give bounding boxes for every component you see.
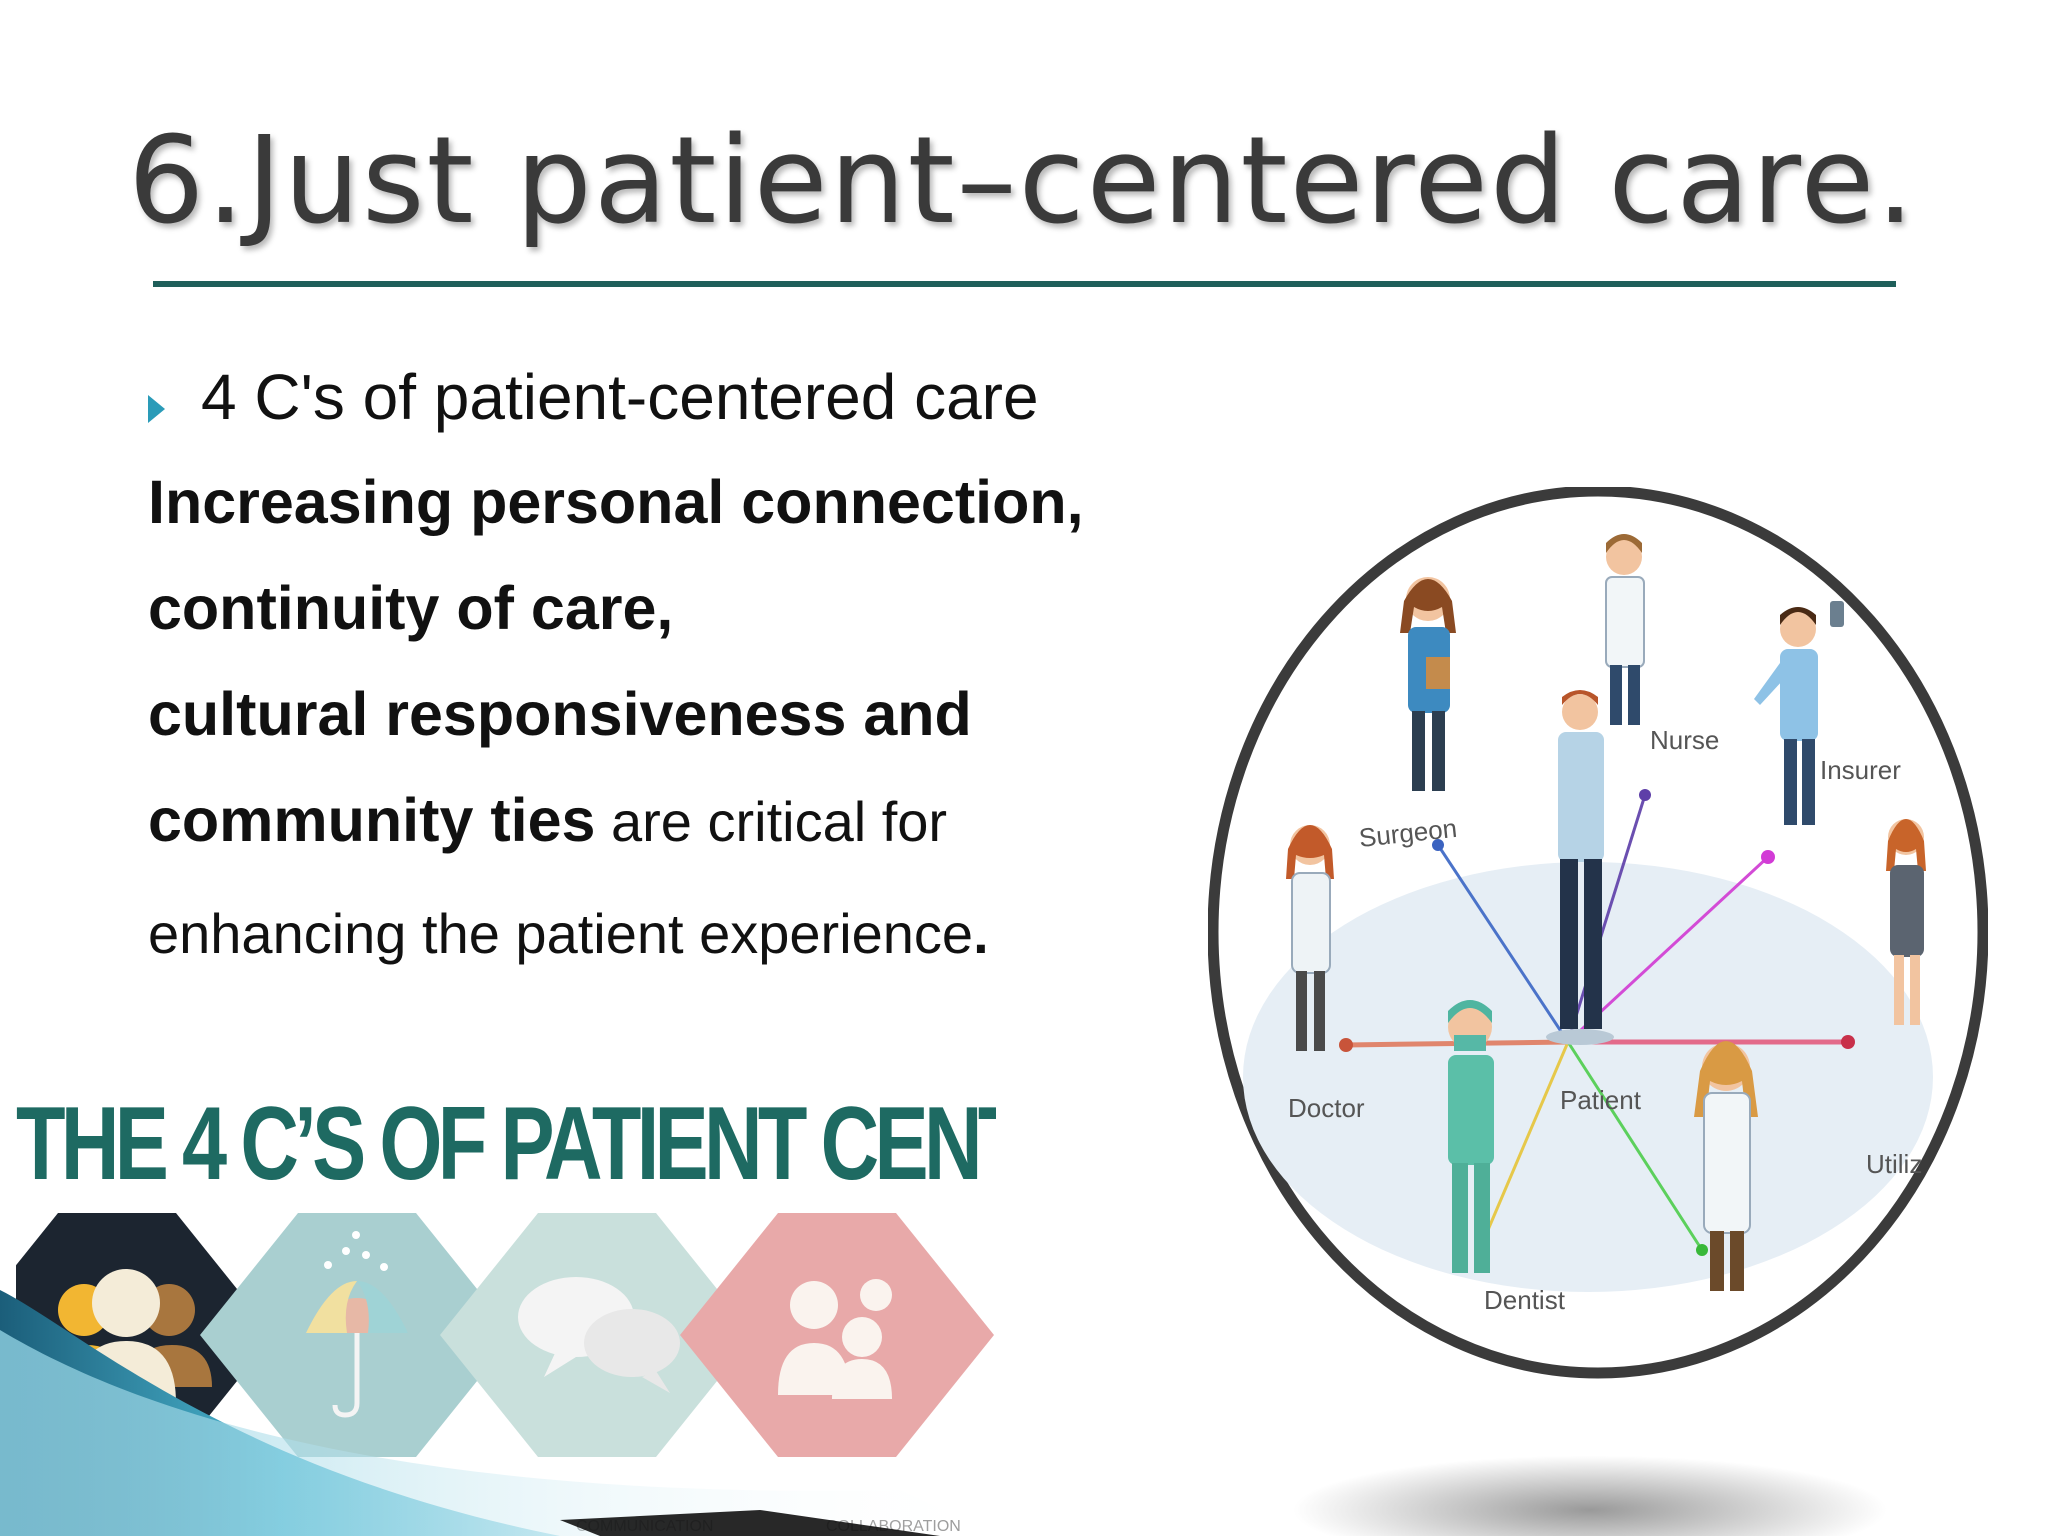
surgeon-top-figure: [1400, 577, 1456, 791]
doctor-figure: [1286, 825, 1334, 1051]
hex-culture-label: CULTURE: [106, 1514, 200, 1536]
nurse-figure: [1605, 534, 1645, 725]
label-insurer: Insurer: [1820, 755, 1901, 785]
line-enhancing: enhancing the patient experience.: [148, 894, 1238, 974]
bullet-text: 4 C's of patient-centered care: [201, 361, 1039, 433]
female-doctor-figure: [1694, 1041, 1758, 1291]
hex-collaboration-label: COLLABORATION: [826, 1518, 961, 1535]
bullet-item: 4 C's of patient-centered care: [148, 360, 1039, 434]
care-network-illustration: Surgeon Nurse Insurer Doctor Patient Den…: [1208, 487, 1988, 1379]
period-text: .: [973, 902, 989, 965]
network-backdrop: [1243, 862, 1933, 1292]
label-utilization: Utiliz: [1866, 1149, 1922, 1179]
line-personal-connection: Increasing personal connection,: [148, 468, 1084, 536]
enhancing-text: enhancing the patient experience: [148, 902, 974, 965]
label-nurse: Nurse: [1650, 725, 1719, 755]
label-patient: Patient: [1560, 1085, 1642, 1115]
hexagon-row: CULTURE CARE COMMUNICATION COLLABORATION: [16, 1213, 994, 1536]
four-cs-banner-image: THE 4 C’S OF PATIENT CENTERED CARE: [16, 1085, 996, 1536]
hex-communication-label: COMMUNICATION: [576, 1518, 713, 1535]
community-ties-text: community ties: [148, 786, 596, 854]
body-paragraph: Increasing personal connection, continui…: [148, 462, 1238, 974]
patient-figure: [1546, 690, 1614, 1045]
hex-care-label: CARE: [366, 1518, 410, 1535]
utilization-figure: [1886, 819, 1926, 1025]
line-end-dots: [1339, 789, 1855, 1256]
dentist-figure: [1448, 1000, 1494, 1273]
hex-collaboration: [680, 1213, 994, 1457]
line-continuity: continuity of care,: [148, 574, 674, 642]
label-doctor: Doctor: [1288, 1093, 1365, 1123]
title-underline: [153, 281, 1896, 287]
line-community: community ties are critical for: [148, 780, 1238, 886]
line-cultural: cultural responsiveness and: [148, 680, 972, 748]
slide-title: 6.Just patient–centered care.: [128, 112, 1917, 251]
banner-title: THE 4 C’S OF PATIENT CENTERED CARE: [16, 1086, 996, 1202]
circle-shadow: [1290, 1455, 1890, 1536]
critical-for-text: are critical for: [595, 790, 948, 853]
insurer-figure: [1754, 601, 1844, 825]
triangle-bullet-icon: [148, 394, 165, 423]
label-dentist: Dentist: [1484, 1285, 1566, 1315]
